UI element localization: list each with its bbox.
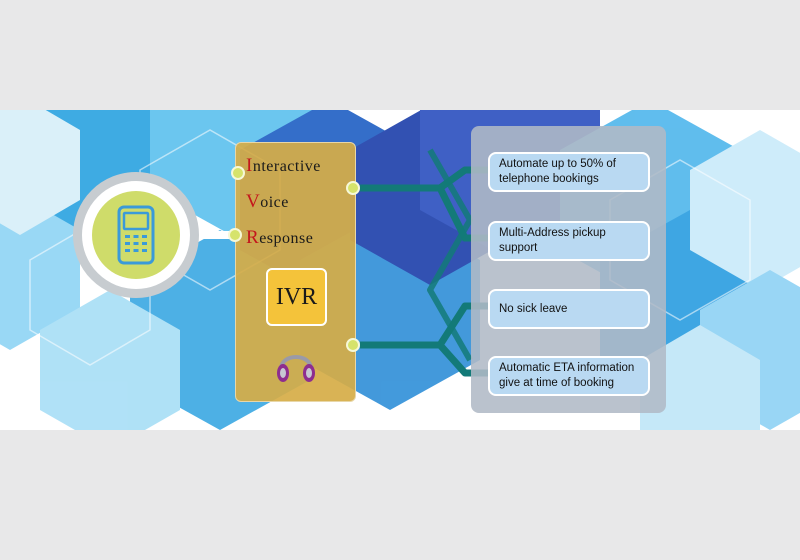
ivr-banner: Interactive Voice Response IVR Automate … [0, 110, 800, 430]
benefit-multi-address: Multi-Address pickup support [488, 221, 650, 261]
benefit-automate-bookings: Automate up to 50% of telephone bookings [488, 152, 650, 192]
ivr-word-voice: oice [260, 194, 289, 211]
mobile-phone-icon [117, 205, 155, 265]
phone-disc [92, 191, 180, 279]
headphones-icon [277, 355, 315, 382]
phone-connector-line [198, 231, 236, 239]
initial-i: I [246, 155, 253, 176]
ivr-panel: Interactive Voice Response IVR [235, 142, 356, 402]
ivr-line-interactive: Interactive [246, 155, 321, 177]
connector-lines [360, 148, 490, 377]
initial-v: V [246, 191, 261, 212]
ivr-badge: IVR [266, 268, 327, 326]
benefits-panel: Automate up to 50% of telephone bookings… [471, 126, 666, 413]
benefit-automatic-eta: Automatic ETA information give at time o… [488, 356, 650, 396]
benefit-label: Automate up to 50% of telephone bookings [499, 158, 616, 185]
benefit-label: No sick leave [499, 302, 568, 315]
connector-dot-ivr-top [231, 166, 245, 180]
ivr-line-voice: Voice [246, 191, 289, 213]
benefit-label: Automatic ETA information give at time o… [499, 362, 635, 389]
phone-circle [73, 172, 199, 298]
ivr-line-response: Response [246, 227, 313, 249]
ivr-word-interactive: nteractive [252, 158, 321, 175]
connector-spine [427, 148, 473, 362]
benefit-no-sick-leave: No sick leave [488, 289, 650, 329]
benefit-label: Multi-Address pickup support [499, 227, 606, 254]
initial-r: R [246, 227, 260, 248]
connector-dot-lower [346, 338, 360, 352]
ivr-word-response: esponse [259, 230, 314, 247]
connector-dot-upper [346, 181, 360, 195]
connector-dot-phone [228, 228, 242, 242]
